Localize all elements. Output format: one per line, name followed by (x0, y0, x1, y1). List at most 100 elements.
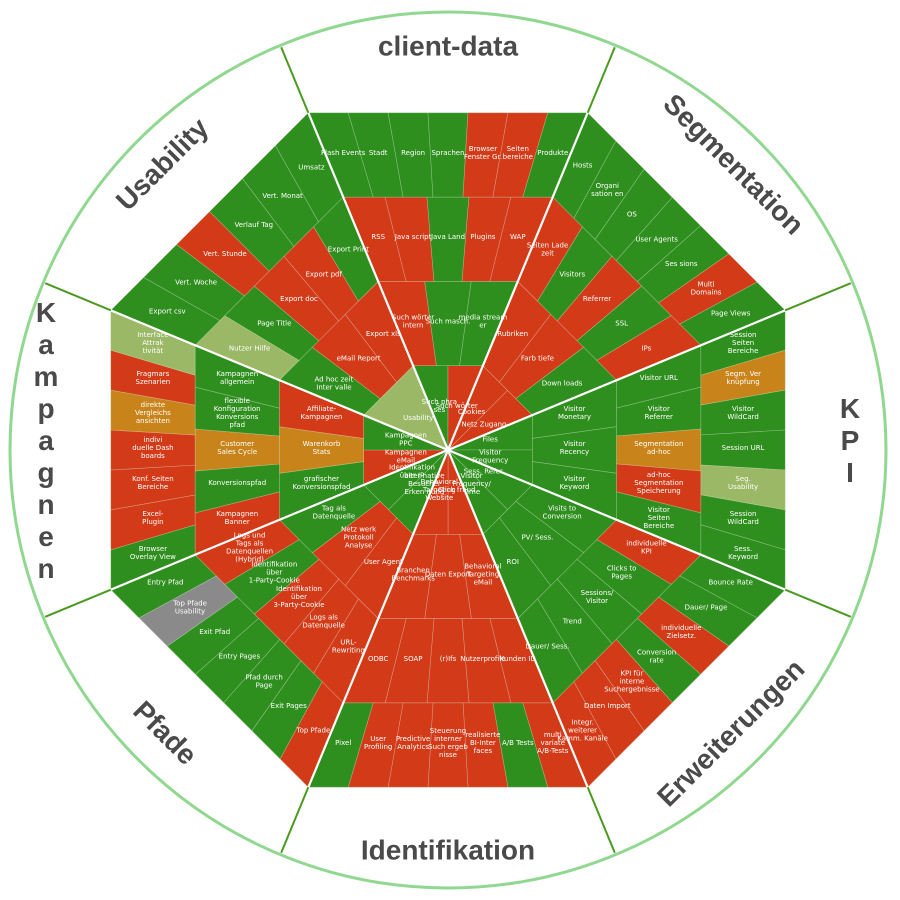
divider-line (447, 448, 852, 618)
cell-label: Export csv (149, 307, 186, 315)
cell-label: SSL (615, 320, 628, 328)
cell-label: Click fraud (438, 486, 475, 494)
cell-label: Exit Pfad (199, 628, 230, 636)
cell-label: Cookies (458, 408, 486, 416)
cell-label: Ses sions (665, 260, 698, 268)
cell-label: Session URL (722, 444, 765, 452)
divider-outer (784, 588, 852, 618)
cell-label: Sess.Keyword (728, 545, 758, 561)
cell-label: Trend (562, 618, 582, 626)
sector-1 (307, 112, 589, 451)
cell-label: Export xls (366, 330, 401, 338)
cell-label: OS (627, 211, 638, 219)
cell-label: URL-Rewriting (332, 638, 365, 654)
divider-line (280, 449, 450, 854)
cell-label: Sess. Refer. (464, 468, 505, 476)
cell-label: Exit Pages (271, 702, 307, 710)
cell-label: Top Pfade (296, 727, 331, 735)
cell-label: Plugins (470, 233, 495, 241)
cell-label: Farb tiefe (521, 355, 554, 363)
cell-label: PV/ Sess. (521, 533, 553, 541)
divider-line (44, 448, 449, 618)
cell-label: Usability (403, 414, 433, 422)
divider-outer (280, 786, 310, 854)
cell-label: Such masch. (426, 318, 471, 326)
cell-label: Dauer/ Sess. (526, 642, 570, 650)
cell-label: A/B Tests (502, 739, 534, 747)
cell-label: Kunden ID (500, 655, 536, 663)
cell-label: Rubriken (497, 330, 528, 338)
sector-4 (447, 449, 786, 788)
cell-label: Page Title (257, 320, 291, 328)
cell-label: Netz Zugang (461, 420, 506, 428)
divider-line (446, 449, 616, 854)
cell-label: Seg.Usability (728, 475, 758, 491)
divider-outer (784, 282, 852, 312)
sector-3 (447, 309, 786, 591)
cell-label: Nutzerprofile (460, 655, 505, 663)
cell-label: Verlauf Tag (234, 221, 273, 229)
cell-label: User Agent (364, 558, 403, 566)
sector-7 (110, 309, 449, 591)
sector-dividers (44, 46, 852, 854)
cell-label: Daten Import (584, 702, 631, 710)
divider-outer (44, 588, 112, 618)
cell-label: (r)Ifs (440, 655, 457, 663)
cell-label: Referrer (583, 295, 611, 303)
sector-5 (307, 449, 589, 788)
cell-label: User Agents (635, 235, 678, 243)
cell-label: Sprachen (431, 149, 464, 157)
cell-label: Vert. Woche (175, 279, 217, 287)
cell-label: Hosts (573, 161, 593, 169)
cell-label: RSS (371, 233, 385, 241)
cell-label: Dauer/ Page (685, 603, 728, 611)
cell-label: SOAP (404, 655, 423, 663)
cell-label: Stadt (369, 149, 388, 157)
cell-label: Down loads (542, 379, 583, 387)
cell-label: Page Views (711, 309, 751, 317)
cell-label: Sessions/Visitor (581, 589, 614, 605)
cell-label: ODBC (368, 655, 389, 663)
cell-label: Vert. Monat (262, 192, 303, 200)
cell-label: ROI (506, 558, 518, 566)
